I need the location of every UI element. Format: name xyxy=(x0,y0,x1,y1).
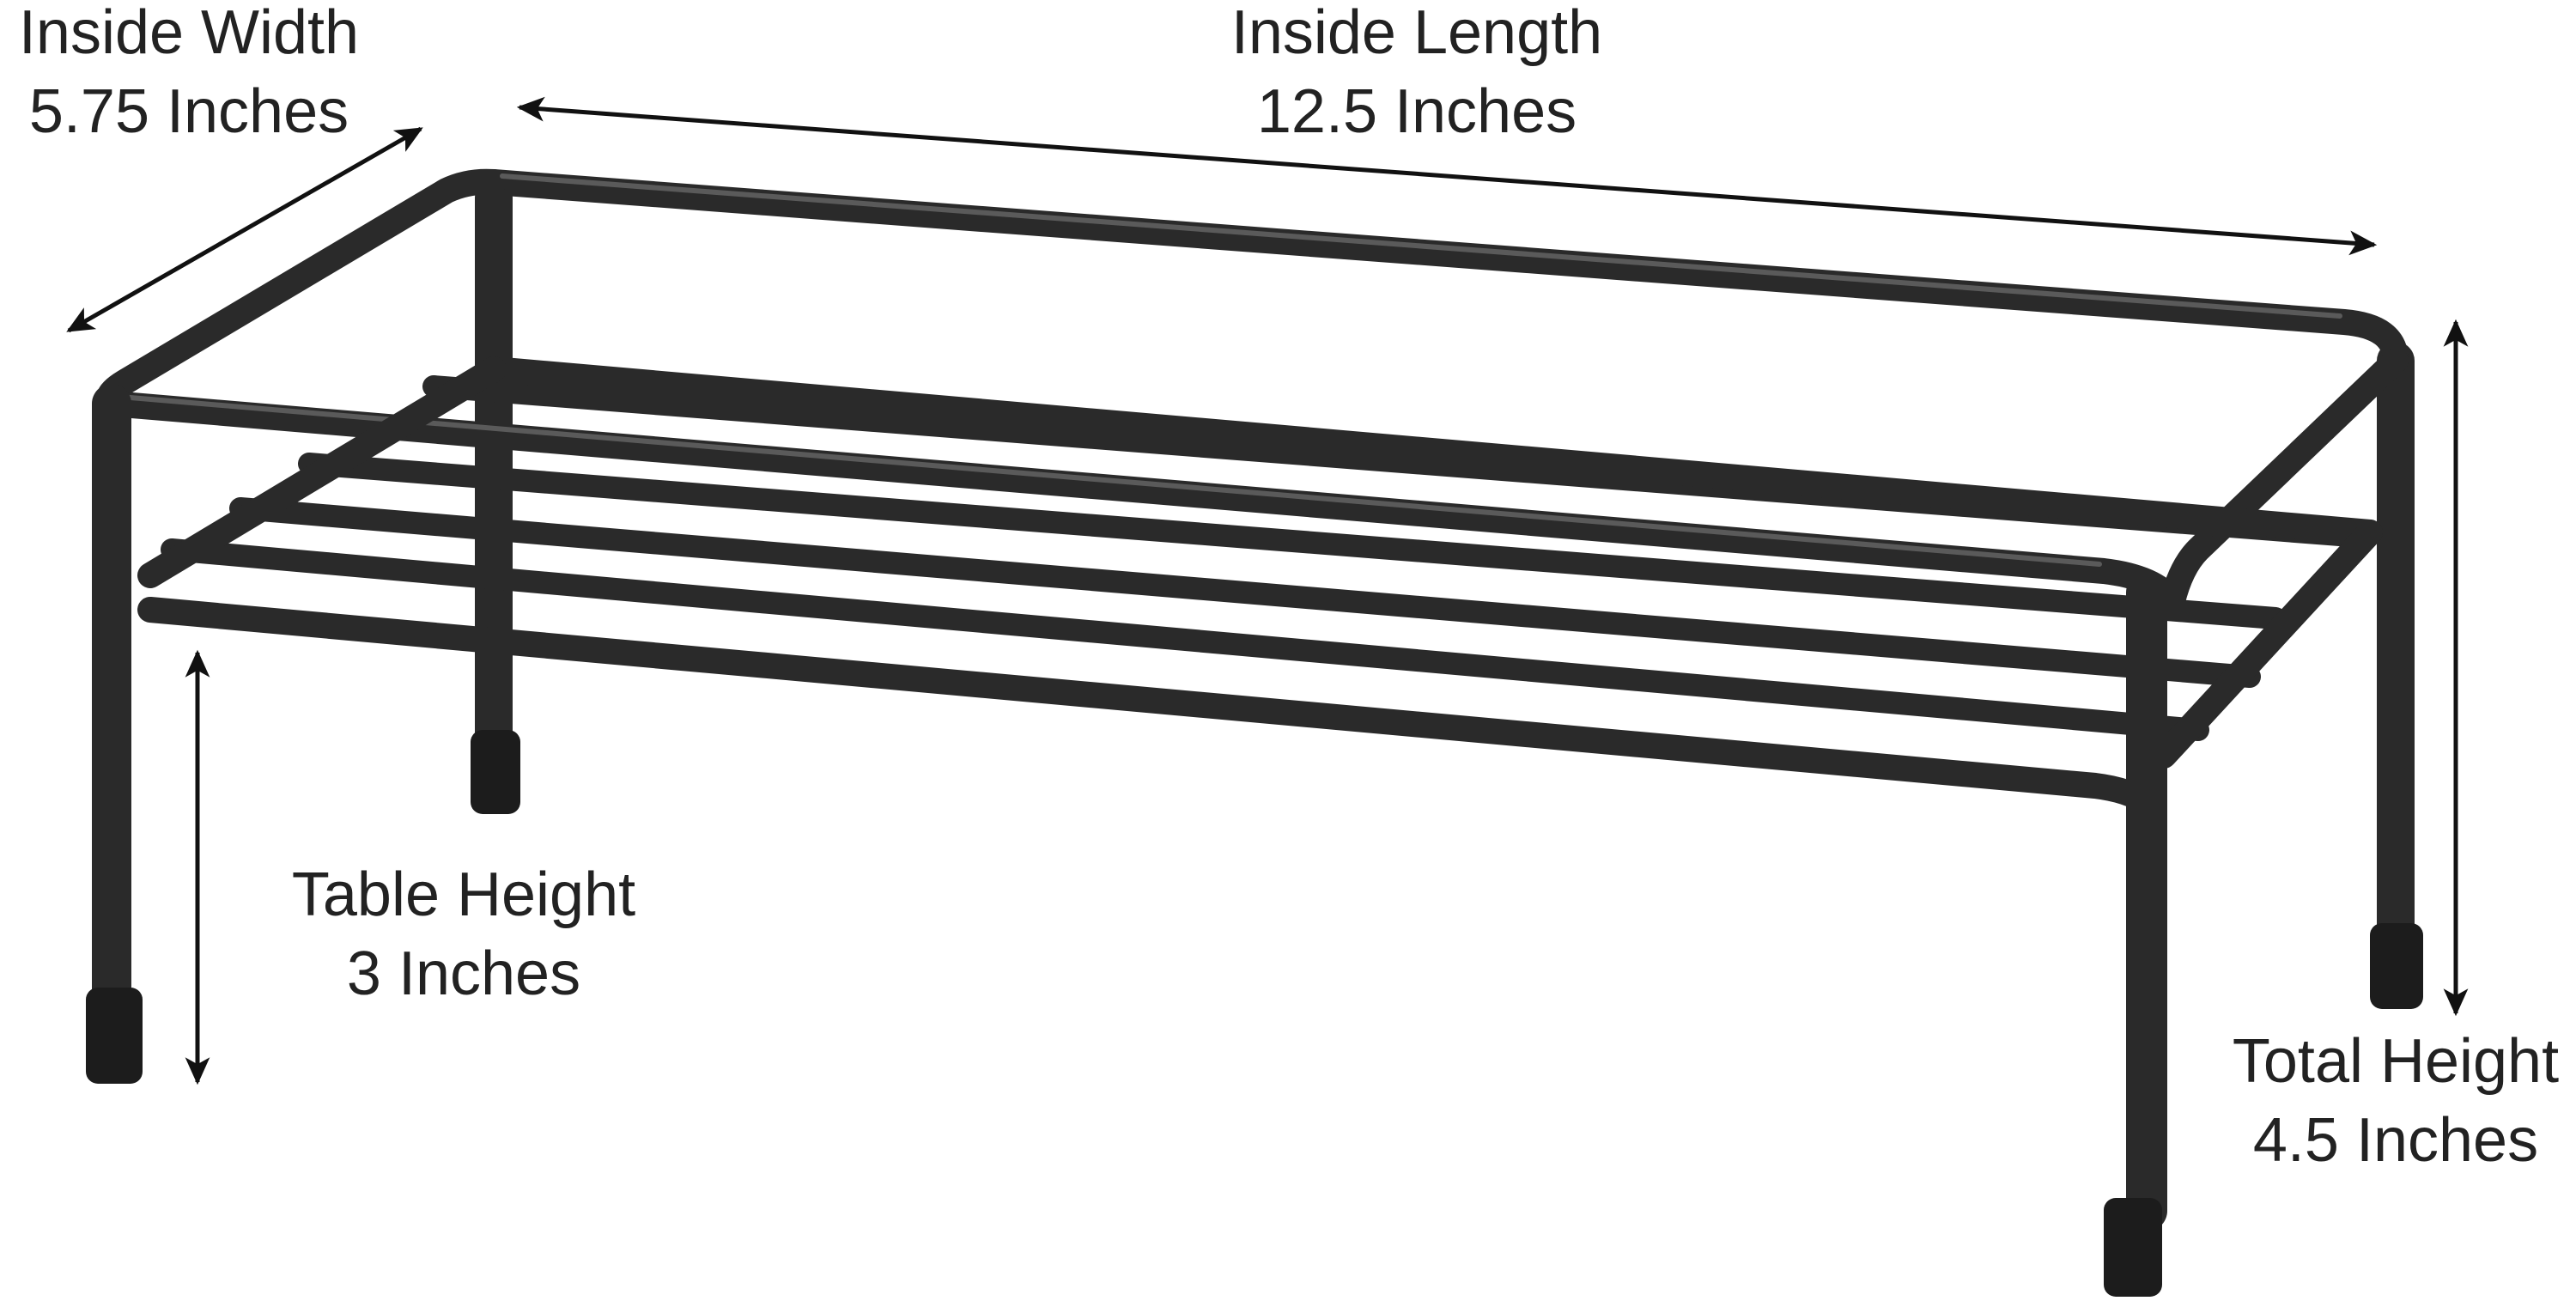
front-left-leg xyxy=(86,384,143,1084)
inside-width-value: 5.75 Inches xyxy=(28,77,349,146)
inside-length-label: Inside Length 12.5 Inches xyxy=(1116,0,1717,151)
inside-length-arrow xyxy=(516,96,2378,256)
total-height-value: 4.5 Inches xyxy=(2252,1106,2539,1175)
table-height-title: Table Height xyxy=(291,860,636,929)
back-right-leg xyxy=(2370,342,2423,1009)
inside-width-title: Inside Width xyxy=(18,0,360,67)
inside-length-title: Inside Length xyxy=(1230,0,1603,67)
table-height-value: 3 Inches xyxy=(346,939,581,1008)
total-height-label: Total Height 4.5 Inches xyxy=(2215,1022,2576,1180)
inside-width-label: Inside Width 5.75 Inches xyxy=(0,0,378,151)
back-left-leg xyxy=(471,179,520,814)
inside-width-arrow xyxy=(66,126,423,333)
table-height-label: Table Height 3 Inches xyxy=(258,855,670,1013)
inside-length-value: 12.5 Inches xyxy=(1256,77,1577,146)
total-height-title: Total Height xyxy=(2232,1027,2560,1096)
front-right-leg xyxy=(2104,572,2167,1297)
